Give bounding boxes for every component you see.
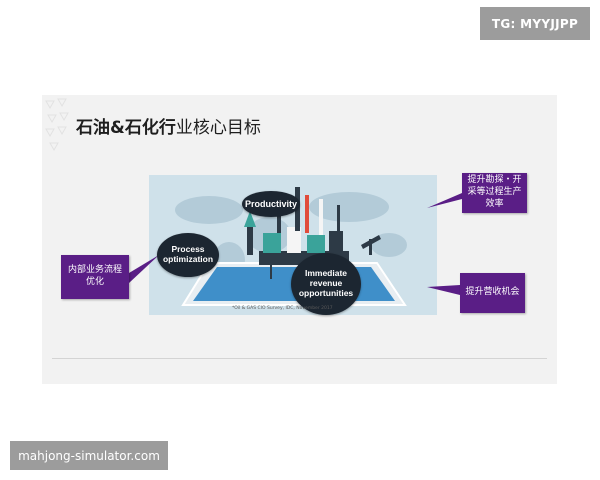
slide: 石油&石化行业核心目标 [42,95,557,384]
connector-shapes [129,193,462,295]
productivity-callout: 提升勘探・开采等过程生产效率 [462,173,527,213]
slide-corner-decoration [45,98,69,152]
slide-title-rest: 业核心目标 [175,118,261,138]
slide-divider [52,358,547,359]
productivity-bubble: Productivity [242,191,300,217]
immediate-revenue-bubble: Immediate revenue opportunities [291,253,361,315]
revenue-callout: 提升营收机会 [460,273,525,313]
watermark-bottom-left: mahjong-simulator.com [10,441,168,470]
slide-title: 石油&石化行业核心目标 [76,113,261,138]
process-optimization-bubble: Process optimization [157,233,219,277]
process-callout: 内部业务流程优化 [61,255,129,299]
source-note: *Oil & GAS CIO Survey, IDC, November 201… [232,306,333,311]
slide-title-bold: 石油&石化行 [76,118,176,138]
watermark-top-right: TG: MYYJJPP [480,7,590,40]
